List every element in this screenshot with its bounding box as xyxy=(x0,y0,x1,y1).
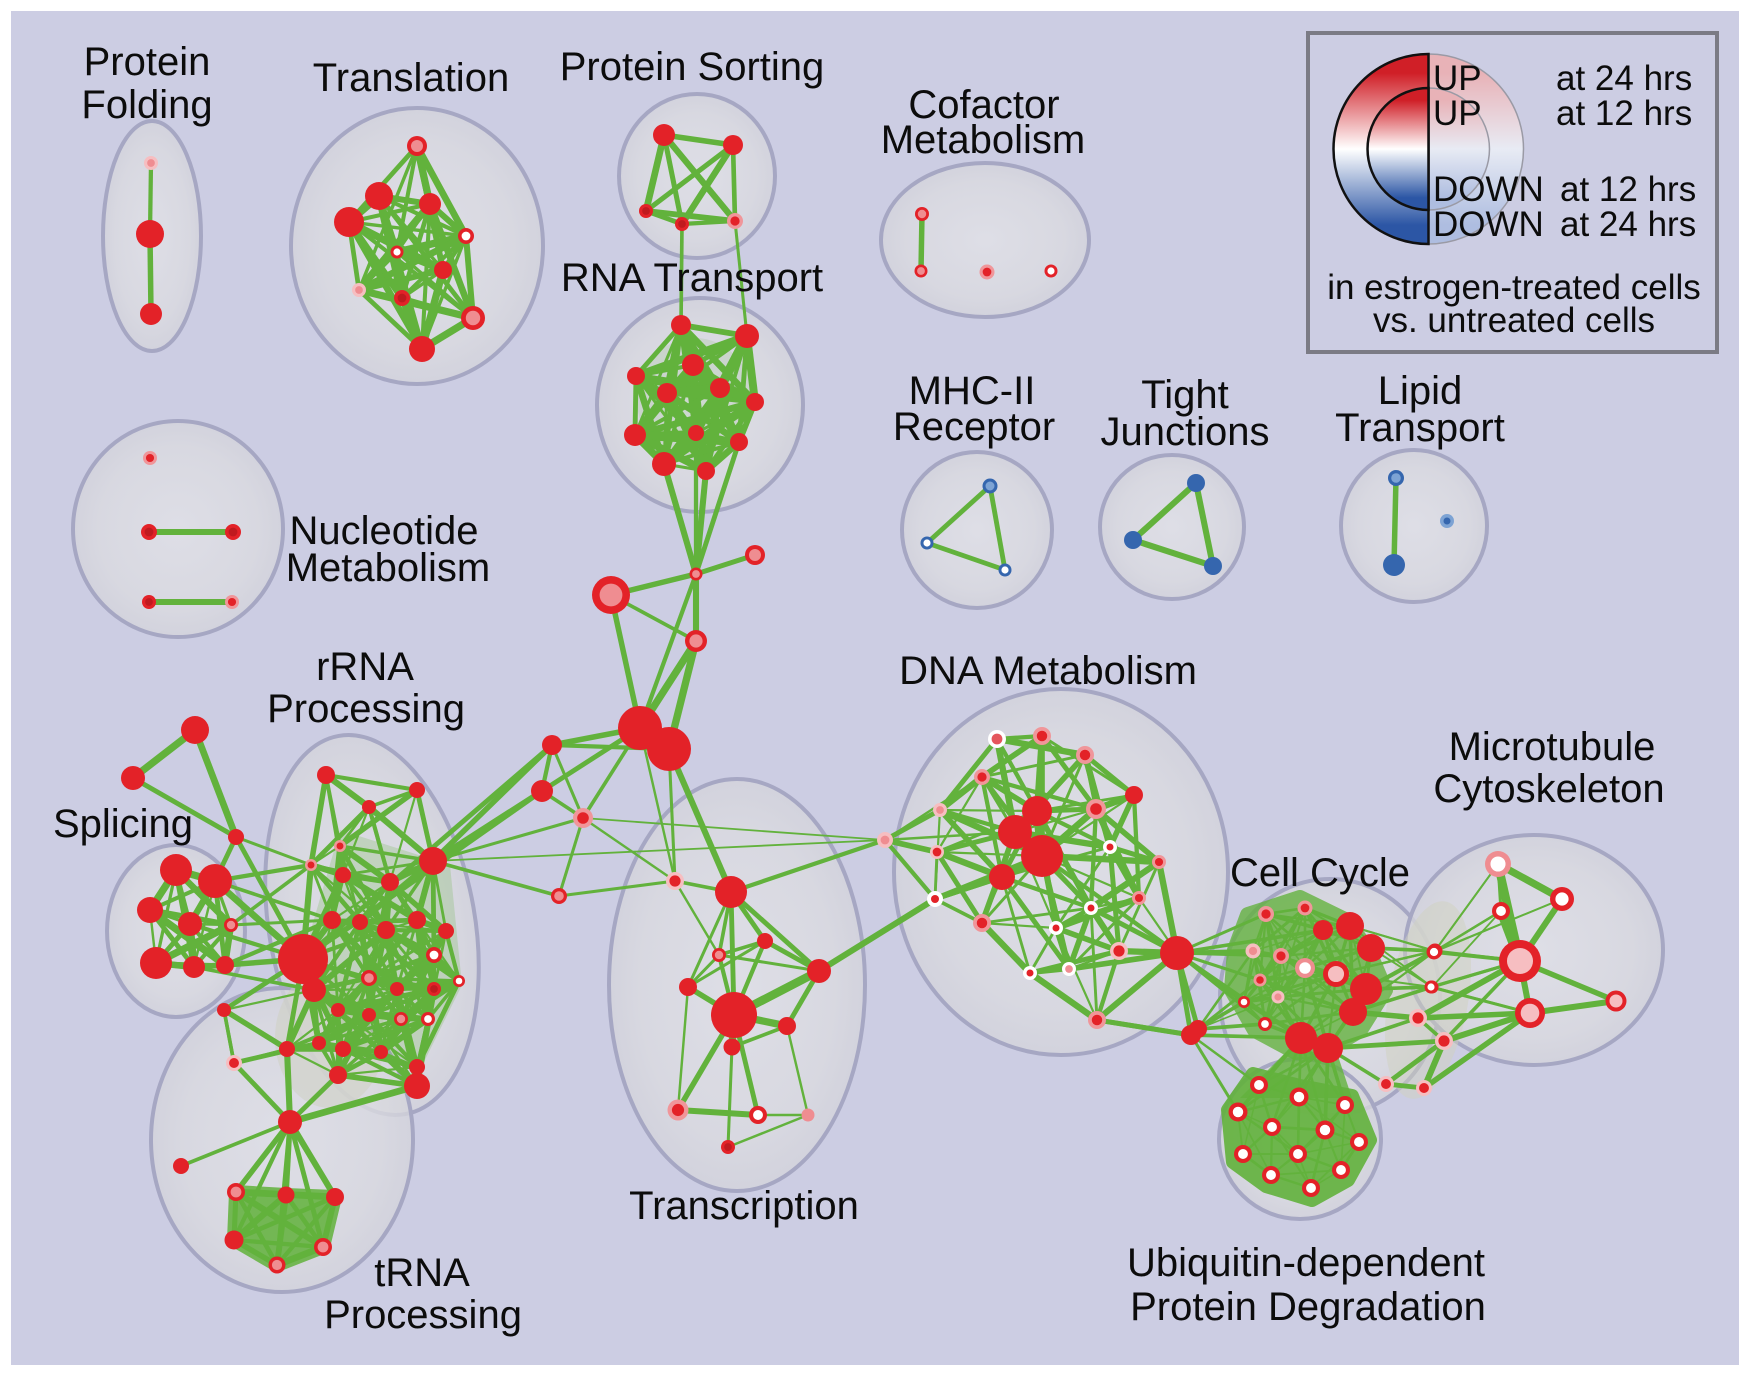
svg-text:Protein Sorting: Protein Sorting xyxy=(560,45,825,89)
svg-text:tRNA: tRNA xyxy=(374,1251,470,1295)
svg-text:Processing: Processing xyxy=(324,1293,522,1337)
svg-text:DOWN: DOWN xyxy=(1433,170,1544,209)
svg-text:at 24 hrs: at 24 hrs xyxy=(1560,205,1696,244)
svg-text:vs. untreated cells: vs. untreated cells xyxy=(1373,301,1655,340)
svg-text:RNA Transport: RNA Transport xyxy=(561,256,823,300)
svg-text:UP: UP xyxy=(1433,59,1482,98)
svg-text:Cytoskeleton: Cytoskeleton xyxy=(1433,767,1664,811)
svg-text:Transport: Transport xyxy=(1335,406,1505,450)
svg-text:Tight: Tight xyxy=(1141,373,1228,417)
svg-text:Processing: Processing xyxy=(267,687,465,731)
svg-text:Ubiquitin-dependent: Ubiquitin-dependent xyxy=(1127,1241,1485,1285)
svg-text:MHC-II: MHC-II xyxy=(909,369,1036,413)
svg-text:Transcription: Transcription xyxy=(629,1184,859,1228)
svg-text:UP: UP xyxy=(1433,94,1482,133)
svg-text:rRNA: rRNA xyxy=(316,645,414,689)
svg-text:at 12 hrs: at 12 hrs xyxy=(1556,94,1692,133)
svg-text:Folding: Folding xyxy=(81,83,212,127)
svg-text:Cell Cycle: Cell Cycle xyxy=(1230,851,1410,895)
svg-text:Junctions: Junctions xyxy=(1101,410,1270,454)
svg-text:in estrogen-treated cells: in estrogen-treated cells xyxy=(1327,268,1701,307)
svg-text:Metabolism: Metabolism xyxy=(881,118,1086,162)
svg-text:Lipid: Lipid xyxy=(1378,369,1463,413)
svg-text:Cofactor: Cofactor xyxy=(908,83,1059,127)
svg-text:DNA Metabolism: DNA Metabolism xyxy=(899,649,1197,693)
svg-text:Microtubule: Microtubule xyxy=(1449,725,1656,769)
svg-text:at 24 hrs: at 24 hrs xyxy=(1556,59,1692,98)
svg-text:Metabolism: Metabolism xyxy=(286,546,491,590)
svg-text:Protein Degradation: Protein Degradation xyxy=(1130,1285,1486,1329)
svg-text:Protein: Protein xyxy=(84,40,211,84)
svg-text:Translation: Translation xyxy=(313,56,509,100)
svg-text:Receptor: Receptor xyxy=(893,405,1055,449)
svg-text:Nucleotide: Nucleotide xyxy=(289,509,478,553)
svg-text:at 12 hrs: at 12 hrs xyxy=(1560,170,1696,209)
svg-text:DOWN: DOWN xyxy=(1433,205,1544,244)
svg-text:Splicing: Splicing xyxy=(53,802,193,846)
